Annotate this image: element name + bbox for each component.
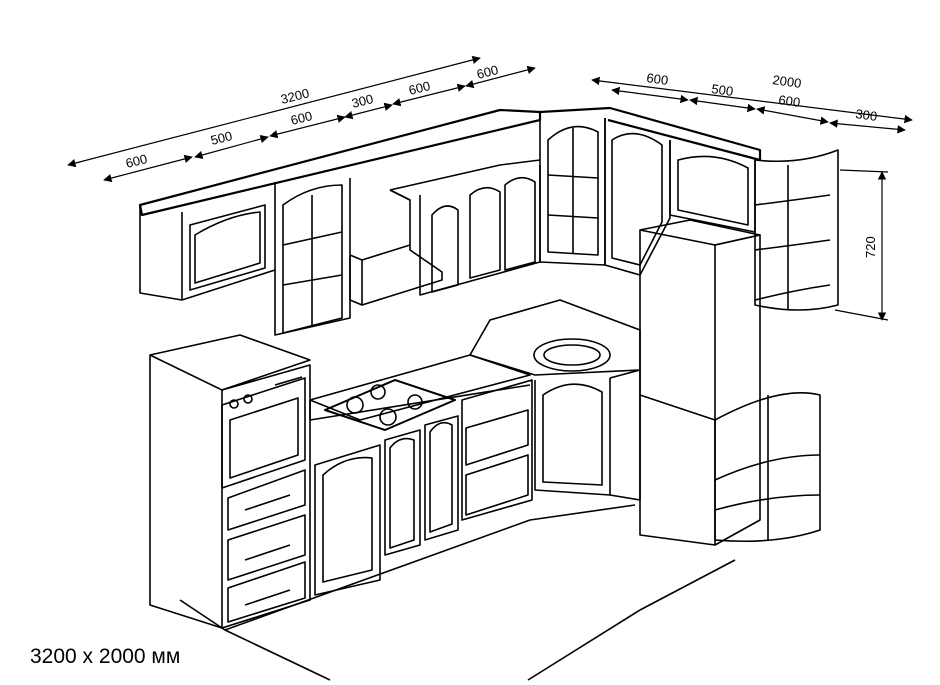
- dim-left-total: 3200: [279, 85, 311, 107]
- dim-left-seg-1: 600: [124, 151, 149, 171]
- dim-right-total: 2000: [772, 72, 803, 91]
- kitchen-outline: [138, 106, 839, 681]
- dim-right-seg-4: 300: [855, 106, 879, 124]
- dimension-lines: [67, 55, 913, 321]
- dim-height: 720: [863, 236, 878, 258]
- dim-left-seg-2: 500: [209, 128, 234, 148]
- dim-right-seg-3: 600: [778, 92, 802, 110]
- dim-left-seg-3: 600: [289, 108, 314, 128]
- dim-left-seg-5: 600: [407, 78, 432, 98]
- dim-right-seg-2: 500: [711, 81, 735, 99]
- dim-left-seg-6: 600: [475, 62, 500, 82]
- size-caption: 3200 x 2000 мм: [30, 645, 181, 668]
- dim-right-seg-1: 600: [646, 70, 670, 88]
- dim-left-seg-4: 300: [350, 91, 375, 111]
